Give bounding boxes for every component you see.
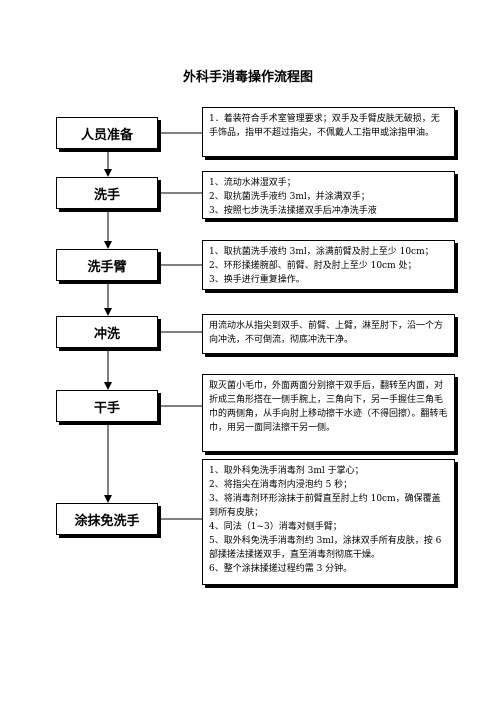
- note-line: 1．着装符合手术室管理要求；双手及手臂皮肤无破损，无手饰品，指甲不超过指尖，不佩…: [209, 114, 440, 138]
- note-line: 2、取抗菌洗手液约 3ml，并涂满双手；: [209, 192, 370, 202]
- step-label: 洗手: [93, 187, 120, 203]
- note-line: 用流动水从指尖到双手、前臂、上臂，淋至肘下，沿一个方向冲洗，不可倒流，彻底冲洗干…: [209, 321, 444, 345]
- note-line: 1、取抗菌洗手液约 3ml，涂满前臂及肘上至少 10cm；: [209, 247, 434, 257]
- step-label: 涂抹免洗手: [74, 513, 140, 529]
- note-line: 取灭菌小毛巾，外面两面分别擦干双手后，翻转至内面，对折成三角形搭在一侧手腕上，三…: [209, 381, 448, 433]
- step-hand-wash: 洗手: [56, 177, 158, 209]
- note-line: 2、环形揉搓腕部、前臂、肘及肘上至少 10cm 处；: [209, 261, 417, 271]
- note-hand-dry: 取灭菌小毛巾，外面两面分别擦干双手后，翻转至内面，对折成三角形搭在一侧手腕上，三…: [202, 374, 455, 452]
- note-rub-disinfectant: 1、取外科免洗手消毒剂 3ml 于掌心； 2、将指尖在消毒剂内浸泡约 5 秒； …: [202, 459, 455, 585]
- step-arm-wash: 洗手臂: [56, 249, 158, 281]
- note-rinse: 用流动水从指尖到双手、前臂、上臂，淋至肘下，沿一个方向冲洗，不可倒流，彻底冲洗干…: [202, 314, 455, 354]
- note-hand-wash: 1、流动水淋湿双手； 2、取抗菌洗手液约 3ml，并涂满双手； 3、按照七步洗手…: [202, 171, 455, 219]
- note-line: 2、将指尖在消毒剂内浸泡约 5 秒；: [209, 480, 353, 490]
- step-label: 冲洗: [93, 326, 120, 342]
- step-label: 洗手臂: [87, 259, 127, 275]
- note-personnel-prep: 1．着装符合手术室管理要求；双手及手臂皮肤无破损，无手饰品，指甲不超过指尖，不佩…: [202, 107, 455, 157]
- note-line: 5、取外科免洗手消毒剂约 3ml，涂抹双手所有皮肤，按 6 部揉搓法揉搓双手，直…: [209, 536, 442, 560]
- step-label: 人员准备: [80, 127, 133, 143]
- note-line: 3、按照七步洗手法揉搓双手后冲净洗手液: [209, 206, 377, 216]
- note-line: 1、取外科免洗手消毒剂 3ml 于掌心；: [209, 466, 364, 476]
- note-arm-wash: 1、取抗菌洗手液约 3ml，涂满前臂及肘上至少 10cm； 2、环形揉搓腕部、前…: [202, 240, 455, 290]
- note-line: 4、同法（1~3）消毒对侧手臂；: [209, 522, 342, 532]
- note-line: 6、整个涂抹揉搓过程约需 3 分钟。: [209, 564, 353, 574]
- note-line: 3、换手进行重复操作。: [209, 275, 305, 285]
- note-line: 3、将消毒剂环形涂抹于前臂直至肘上约 10cm，确保覆盖到所有皮肤；: [209, 494, 441, 518]
- step-personnel-prep: 人员准备: [56, 117, 158, 149]
- step-label: 干手: [93, 400, 120, 416]
- note-line: 1、流动水淋湿双手；: [209, 178, 296, 188]
- step-rinse: 冲洗: [56, 316, 158, 348]
- page-title: 外科手消毒操作流程图: [182, 70, 313, 85]
- step-rub-disinfectant: 涂抹免洗手: [56, 503, 158, 535]
- step-hand-dry: 干手: [56, 390, 158, 422]
